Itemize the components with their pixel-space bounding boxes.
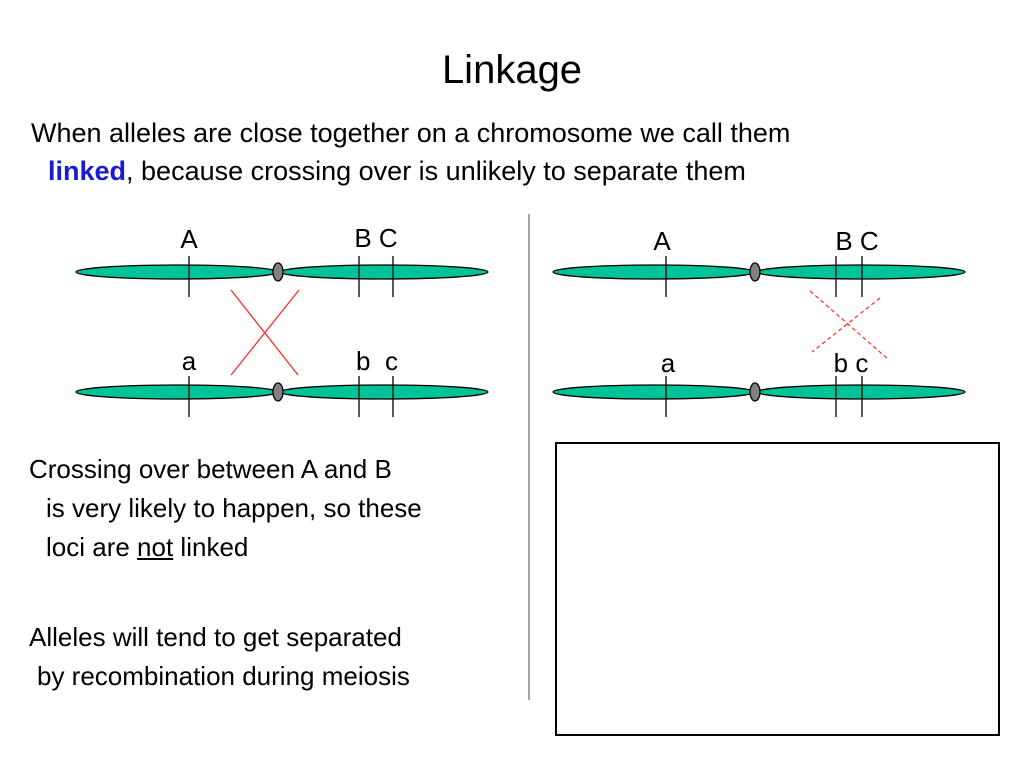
intro-line-2-rest: , because crossing over is unlikely to s…: [126, 156, 746, 186]
allele-label-a: a: [661, 348, 676, 378]
para1-line-1: Crossing over between A and B: [29, 454, 392, 484]
allele-label-a: a: [182, 346, 197, 376]
chromatid-arm-left: [552, 384, 756, 400]
left-top-chromosome: A B C: [75, 223, 489, 297]
right-bottom-chromosome: a b c: [552, 348, 966, 417]
intro-line-1: When alleles are close together on a chr…: [31, 118, 791, 148]
crossover-line-2: [230, 289, 300, 376]
right-top-chromosome: A B C: [552, 226, 966, 297]
recombination-paragraph: Alleles will tend to get separated by re…: [29, 618, 529, 696]
centromere: [272, 262, 284, 282]
not-underlined: not: [137, 532, 174, 562]
slide-title: Linkage: [441, 48, 583, 92]
para1-line-3: loci are not linked: [29, 528, 529, 567]
chromatid-arm-left: [75, 264, 279, 280]
crossover-solid: [230, 289, 300, 376]
allele-label-A: A: [653, 226, 671, 256]
para2-line-1: Alleles will tend to get separated: [29, 622, 402, 652]
chromatid-arm-left: [552, 264, 756, 280]
chromatid-arm-right: [756, 264, 966, 280]
left-bottom-chromosome: a b c: [75, 346, 489, 417]
chromatid-arm-right: [279, 384, 489, 400]
crossover-dashed-line-1: [809, 290, 890, 361]
empty-answer-box: [555, 442, 1000, 736]
allele-label-A: A: [180, 224, 198, 254]
intro-text: When alleles are close together on a chr…: [31, 114, 991, 190]
right-panel: A B C a b c: [552, 226, 966, 417]
chromatid-arm-right: [279, 264, 489, 280]
left-panel: A B C a b c: [75, 223, 489, 417]
crossover-dashed: [809, 290, 890, 361]
centromere: [749, 382, 761, 402]
para1-line-2: is very likely to happen, so these: [46, 493, 422, 523]
linked-highlight: linked: [48, 156, 127, 186]
allele-label-BC: B C: [835, 226, 878, 256]
para2-line-2: by recombination during meiosis: [37, 661, 410, 691]
chromatid-arm-right: [756, 384, 966, 400]
centromere: [272, 382, 284, 402]
centromere: [749, 262, 761, 282]
crossing-over-paragraph: Crossing over between A and B is very li…: [29, 450, 529, 567]
allele-label-BC: B C: [354, 223, 397, 253]
para1-line-3-pre: loci are: [46, 532, 138, 562]
allele-label-bc: b c: [834, 348, 869, 378]
chromatid-arm-left: [75, 384, 279, 400]
intro-line-2: linked, because crossing over is unlikel…: [31, 152, 991, 190]
crossover-dashed-line-2: [811, 297, 881, 353]
allele-label-bc: b c: [356, 346, 398, 376]
para1-line-3-post: linked: [173, 532, 249, 562]
